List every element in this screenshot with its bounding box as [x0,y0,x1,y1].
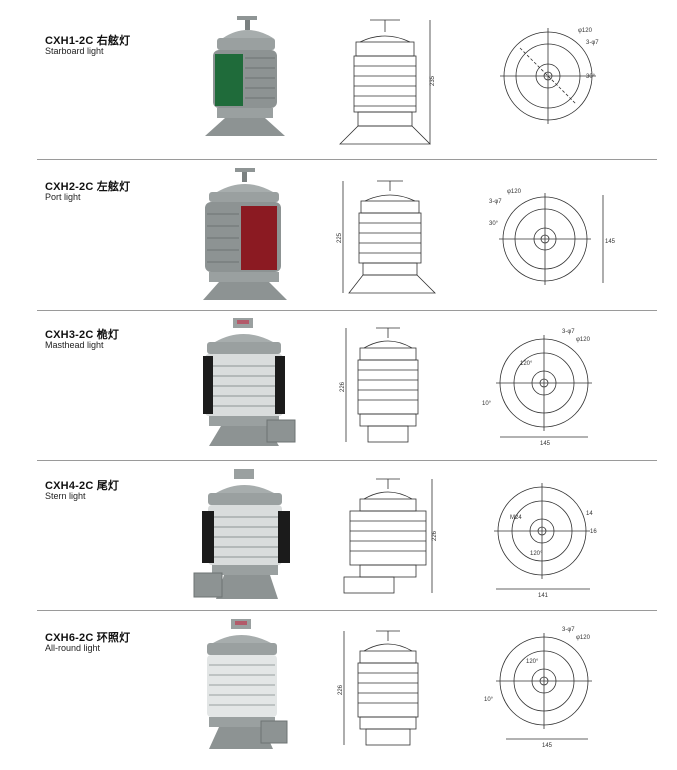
dimension-label: 145 [605,239,615,245]
side-view-drawing: 226 [343,478,438,594]
side-view-drawing: 235 [339,19,436,145]
green-lens [215,54,243,106]
top-view-drawing: 3-φ7 φ120 120° 10° 145 [482,329,592,447]
top-view-drawing: 14 16 M24 120° 141 [494,483,597,599]
dimension-label: 3-φ7 [562,627,575,633]
dimension-label: φ120 [576,337,591,343]
product-photo [205,16,285,136]
clear-lens [208,505,282,565]
height-dimension: 226 [432,530,438,541]
product-model: CXH2-2C 左舷灯 [45,181,131,193]
dimension-label: φ120 [578,28,593,34]
height-dimension: 225 [337,232,343,243]
dimension-label: 30° [489,221,499,227]
row-separator [37,310,657,311]
product-model: CXH3-2C 桅灯 [45,329,120,341]
clear-lens [207,655,277,717]
dimension-label: 145 [542,743,553,749]
row-separator [37,610,657,611]
product-name: Stern light [45,491,86,501]
dimension-label: 10° [484,697,494,703]
top-view-drawing: 3-φ7 φ120 120° 10° 145 [484,627,592,749]
top-view-drawing: φ120 3-φ7 30° [500,28,599,124]
dimension-label: 3-φ7 [562,329,575,335]
height-dimension: 235 [430,75,436,86]
dimension-label: 10° [482,401,492,407]
dimension-label: M24 [510,515,522,521]
product-name: Masthead light [45,340,104,350]
product-row: CXH1-2C 右舷灯 Starboard light 235 φ120 3-φ… [0,10,677,160]
product-model: CXH4-2C 尾灯 [45,480,120,492]
dimension-label: 145 [540,441,551,447]
dimension-label: 120° [526,659,539,665]
product-row: CXH6-2C 环照灯 All-round light 226 3-φ7 φ12… [0,611,677,761]
side-view-drawing: 226 [338,630,419,746]
product-model: CXH6-2C 环照灯 [45,632,131,644]
dimension-label: 16 [590,529,597,535]
clear-lens [205,354,283,416]
height-dimension: 226 [338,684,344,695]
product-row: CXH2-2C 左舷灯 Port light 225 φ120 3-φ7 30 [0,160,677,310]
dimension-label: φ120 [576,635,591,641]
product-photo [203,168,287,300]
product-row: CXH3-2C 桅灯 Masthead light 226 3-φ7 φ12 [0,310,677,460]
dimension-label: φ120 [507,189,522,195]
product-row: CXH4-2C 尾灯 Stern light 226 14 16 M24 [0,461,677,611]
product-photo [203,318,296,446]
dimension-label: 14 [586,511,593,517]
side-view-drawing: 225 [337,180,436,294]
product-name: All-round light [45,643,101,653]
dimension-label: 3-φ7 [489,199,502,205]
top-view-drawing: φ120 3-φ7 30° 145 [489,189,615,285]
dimension-label: 30° [586,74,596,80]
height-dimension: 226 [340,381,346,392]
product-photo [207,619,288,749]
product-name: Port light [45,192,81,202]
product-photo [193,469,290,599]
red-lens [241,206,277,270]
dimension-label: 120° [520,361,533,367]
dimension-label: 3-φ7 [586,40,599,46]
product-name: Starboard light [45,46,104,56]
dimension-label: 141 [538,593,549,599]
side-view-drawing: 226 [340,327,419,443]
row-separator [37,460,657,461]
row-separator [37,159,657,160]
dimension-label: 120° [530,551,543,557]
product-model: CXH1-2C 右舷灯 [45,35,131,47]
